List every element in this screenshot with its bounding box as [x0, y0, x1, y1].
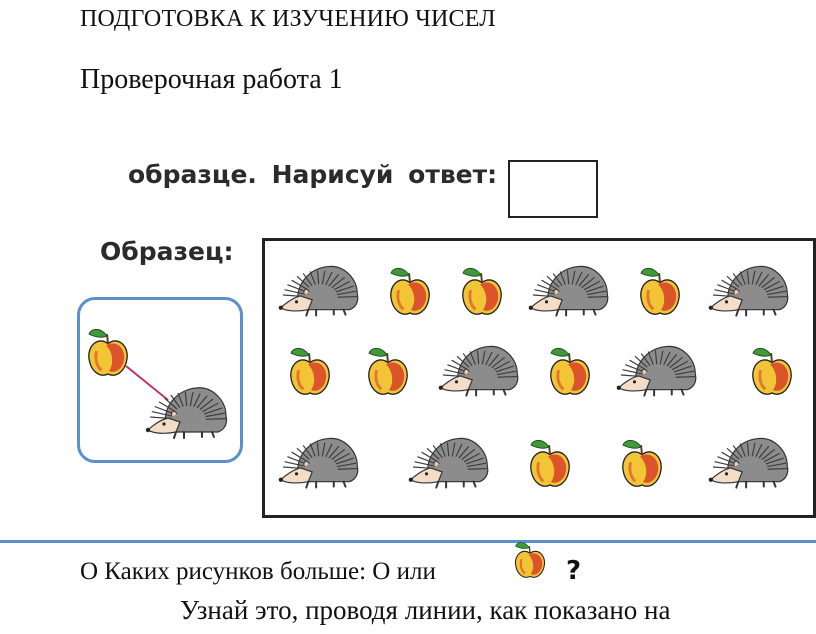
hedgehog-icon [278, 265, 359, 317]
apple-icon [640, 267, 680, 315]
apple-icon [368, 347, 408, 395]
page-subtitle: Проверочная работа 1 [80, 64, 343, 95]
page-title: ПОДГОТОВКА К ИЗУЧЕНИЮ ЧИСЕЛ [80, 6, 496, 32]
question-mark: ? [566, 556, 582, 586]
apple-icon [515, 542, 545, 578]
section-divider [0, 540, 816, 543]
instruction-bottom: Узнай это, проводя линии, как показано н… [180, 595, 671, 625]
hedgehog-icon [408, 437, 489, 489]
apple-icon [88, 328, 128, 376]
apple-icon [462, 267, 502, 315]
question-text: О Каких рисунков больше: О или [80, 558, 436, 585]
connecting-line [125, 365, 169, 401]
apple-icon [752, 347, 792, 395]
apple-icon [550, 347, 590, 395]
sample-label: Образец: [100, 237, 234, 266]
instruction-top: образце. Нарисуй ответ: [128, 160, 498, 189]
apple-icon [530, 439, 570, 487]
sample-frame [77, 297, 243, 463]
apple-icon [390, 267, 430, 315]
answer-box[interactable] [508, 160, 598, 218]
hedgehog-icon [438, 345, 519, 397]
picture-grid-frame [262, 238, 816, 518]
hedgehog-icon [528, 265, 609, 317]
apple-icon [290, 347, 330, 395]
hedgehog-icon [145, 387, 228, 439]
hedgehog-icon [616, 345, 697, 397]
hedgehog-icon [278, 437, 359, 489]
hedgehog-icon [708, 265, 789, 317]
hedgehog-icon [708, 437, 789, 489]
apple-icon [622, 439, 662, 487]
